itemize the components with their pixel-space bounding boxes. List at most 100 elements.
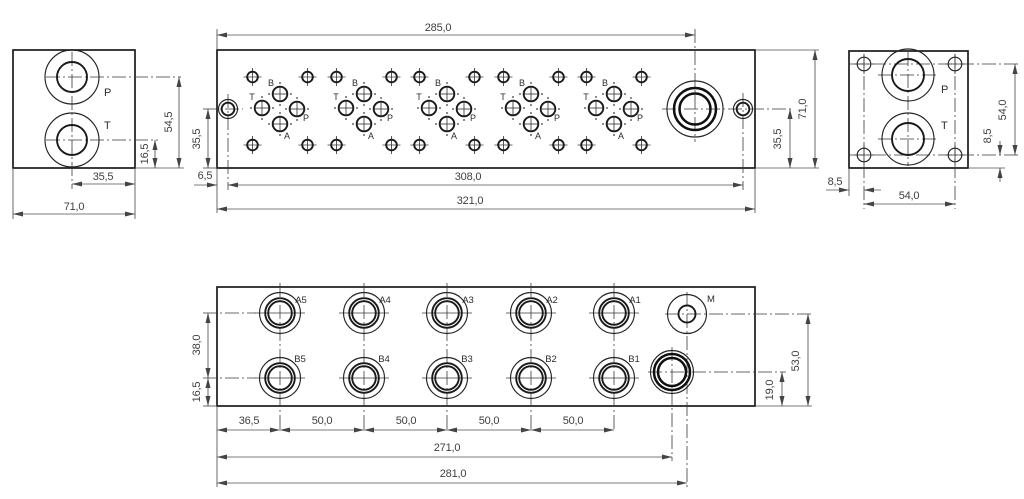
svg-text:50,0: 50,0 <box>312 415 333 427</box>
svg-text:50,0: 50,0 <box>479 415 500 427</box>
svg-text:35,5: 35,5 <box>93 171 114 183</box>
svg-text:50,0: 50,0 <box>563 415 584 427</box>
svg-text:54,5: 54,5 <box>163 112 175 133</box>
dim-to-inlet-front: 271,0 <box>216 442 673 460</box>
dim-hole-offset: 6,5 <box>194 170 218 188</box>
right-mounting-hole <box>732 98 754 120</box>
port-p-label: P <box>941 84 948 96</box>
valve-station-3: B T P A <box>411 68 484 154</box>
dim-hole-offset-x: 8,5 <box>826 168 881 196</box>
dim-station-pitches: 36,5 50,0 50,0 50,0 50,0 <box>216 406 615 487</box>
dim-hole-height-left: 35,5 <box>191 108 217 169</box>
right-view-outline <box>848 50 969 169</box>
svg-text:321,0: 321,0 <box>457 195 484 207</box>
svg-text:8,5: 8,5 <box>982 129 994 144</box>
station-port-b-label: B <box>268 78 274 88</box>
svg-text:B: B <box>602 78 608 88</box>
station-port-p-label: P <box>303 113 309 123</box>
port-b3-label: B3 <box>461 354 473 365</box>
dim-block-height: 71,0 <box>755 49 819 169</box>
valve-station-2: B T P A <box>328 68 401 154</box>
svg-text:P: P <box>637 113 643 123</box>
svg-text:T: T <box>333 92 339 102</box>
svg-text:6,5: 6,5 <box>198 170 213 182</box>
dim-hole-offset-y: 8,5 <box>968 129 1005 182</box>
svg-text:A: A <box>451 131 457 141</box>
dim-hole-span-x: 54,0 <box>863 190 956 207</box>
svg-text:T: T <box>416 92 422 102</box>
svg-text:71,0: 71,0 <box>797 99 809 120</box>
dim-port-to-edge: 35,5 <box>71 168 136 219</box>
svg-text:A: A <box>368 131 374 141</box>
bolt-hole-tr <box>944 53 966 75</box>
port-a3-label: A3 <box>462 295 474 306</box>
svg-text:54,0: 54,0 <box>899 190 920 202</box>
svg-text:308,0: 308,0 <box>455 171 482 183</box>
port-a1-label: A1 <box>629 295 641 306</box>
svg-text:271,0: 271,0 <box>434 442 461 454</box>
dim-p-height: 54,5 <box>163 76 182 169</box>
svg-text:53,0: 53,0 <box>790 351 802 372</box>
top-plan-view: B T P A B T P A B T P A B T P A B <box>191 22 819 213</box>
svg-text:35,5: 35,5 <box>191 129 203 150</box>
port-t-label: T <box>104 120 111 132</box>
svg-text:T: T <box>500 92 506 102</box>
svg-text:285,0: 285,0 <box>425 22 452 34</box>
port-p-label: P <box>104 87 111 99</box>
svg-text:50,0: 50,0 <box>396 415 417 427</box>
svg-text:B: B <box>352 78 358 88</box>
svg-text:19,0: 19,0 <box>764 380 776 401</box>
svg-text:P: P <box>387 113 393 123</box>
svg-text:A: A <box>618 131 624 141</box>
valve-station-4: B T P A <box>495 68 568 154</box>
dim-inlet-height: 19,0 <box>755 371 812 407</box>
port-a4-label: A4 <box>379 295 391 306</box>
svg-text:36,5: 36,5 <box>239 415 260 427</box>
port-b2-label: B2 <box>545 354 557 365</box>
station-port-a-label: A <box>284 131 290 141</box>
bolt-hole-tl <box>853 53 875 75</box>
dim-t-height: 16,5 <box>135 139 184 169</box>
gauge-port-label: M <box>707 294 715 305</box>
port-t-label: T <box>941 120 948 132</box>
dim-hole-span: 308,0 <box>227 171 744 188</box>
svg-text:T: T <box>583 92 589 102</box>
front-view-outline <box>216 286 756 407</box>
svg-text:71,0: 71,0 <box>64 201 85 213</box>
port-b1-label: B1 <box>628 354 640 365</box>
bolt-hole-bl <box>853 144 875 166</box>
valve-station-1: B T P A <box>244 68 317 154</box>
front-view: A5 A4 A3 A2 A1 B5 B4 B3 B2 B1 M 38,0 16,… <box>191 283 812 487</box>
svg-text:A: A <box>535 131 541 141</box>
dim-block-width: 71,0 <box>12 168 136 219</box>
port-b4-label: B4 <box>378 354 390 365</box>
port-b5-label: B5 <box>294 354 306 365</box>
valve-station-5: B T P A <box>578 68 651 154</box>
svg-text:38,0: 38,0 <box>191 335 203 356</box>
svg-text:8,5: 8,5 <box>828 176 843 188</box>
station-port-t-label: T <box>249 92 255 102</box>
svg-text:54,0: 54,0 <box>997 100 1009 121</box>
svg-text:P: P <box>554 113 560 123</box>
dim-hole-height-right: 35,5 <box>755 108 819 169</box>
svg-text:B: B <box>435 78 441 88</box>
left-view-outline <box>12 49 136 169</box>
svg-text:B: B <box>519 78 525 88</box>
svg-text:16,5: 16,5 <box>139 144 151 165</box>
bolt-hole-br <box>944 144 966 166</box>
dim-gauge-height: 53,0 <box>790 313 811 407</box>
dim-to-inlet: 285,0 <box>216 22 696 50</box>
svg-text:281,0: 281,0 <box>440 468 467 480</box>
dim-total-length: 321,0 <box>216 168 756 213</box>
svg-text:35,5: 35,5 <box>772 129 784 150</box>
dim-to-gauge: 281,0 <box>216 468 688 486</box>
dim-hole-span-y: 54,0 <box>997 63 1018 156</box>
left-end-view: P T 35,5 71,0 16,5 54,5 <box>12 49 184 219</box>
port-a2-label: A2 <box>546 295 558 306</box>
svg-text:16,5: 16,5 <box>191 382 203 403</box>
svg-text:P: P <box>470 113 476 123</box>
dim-b-height: 16,5 <box>191 377 217 407</box>
port-a5-label: A5 <box>295 295 307 306</box>
